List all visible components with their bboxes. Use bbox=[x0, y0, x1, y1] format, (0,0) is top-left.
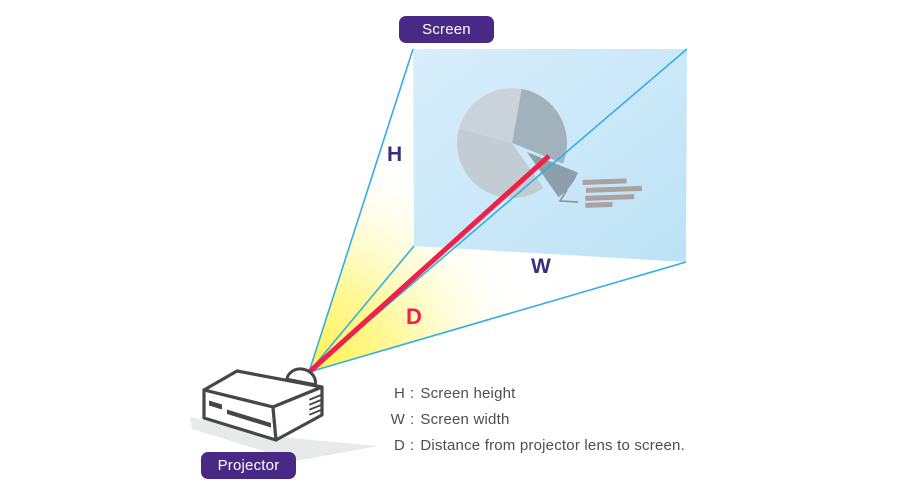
projector-badge: Projector bbox=[201, 452, 296, 479]
screen-width-label: W bbox=[531, 255, 551, 278]
beam-bottom-right bbox=[308, 261, 687, 373]
projector-front-button bbox=[209, 400, 222, 410]
legend-key: D bbox=[393, 436, 405, 454]
legend-key: W bbox=[390, 410, 405, 428]
distance-label: D bbox=[406, 304, 422, 329]
pie-callout-line bbox=[558, 189, 579, 203]
distance-line bbox=[304, 154, 551, 377]
projector-graphic bbox=[202, 367, 324, 442]
legend: H: Screen height W: Screen width D: Distanc… bbox=[384, 380, 685, 458]
legend-text: Screen height bbox=[420, 384, 516, 402]
legend-row-distance: D: Distance from projector lens to screen… bbox=[384, 432, 685, 458]
legend-colon: : bbox=[410, 410, 415, 428]
projector-front-slot bbox=[227, 409, 271, 428]
legend-row-height: H: Screen height bbox=[384, 380, 685, 406]
projector-shadow bbox=[190, 417, 378, 461]
legend-colon: : bbox=[410, 436, 415, 454]
legend-text: Screen width bbox=[420, 410, 510, 428]
pie-segment-right bbox=[512, 88, 567, 164]
beam-bottom-left bbox=[308, 245, 415, 373]
slide-text-bars bbox=[582, 178, 642, 208]
legend-row-width: W: Screen width bbox=[384, 406, 685, 432]
projector-vents bbox=[309, 394, 322, 416]
legend-text: Distance from projector lens to screen. bbox=[420, 436, 685, 454]
pie-segment-top-left bbox=[458, 88, 522, 143]
screen-badge: Screen bbox=[399, 16, 494, 43]
screen-height-label: H bbox=[387, 143, 403, 166]
beam-top-left bbox=[308, 48, 414, 373]
legend-colon: : bbox=[410, 384, 415, 402]
legend-key: H bbox=[393, 384, 405, 402]
projector-lens-dome bbox=[285, 367, 317, 387]
